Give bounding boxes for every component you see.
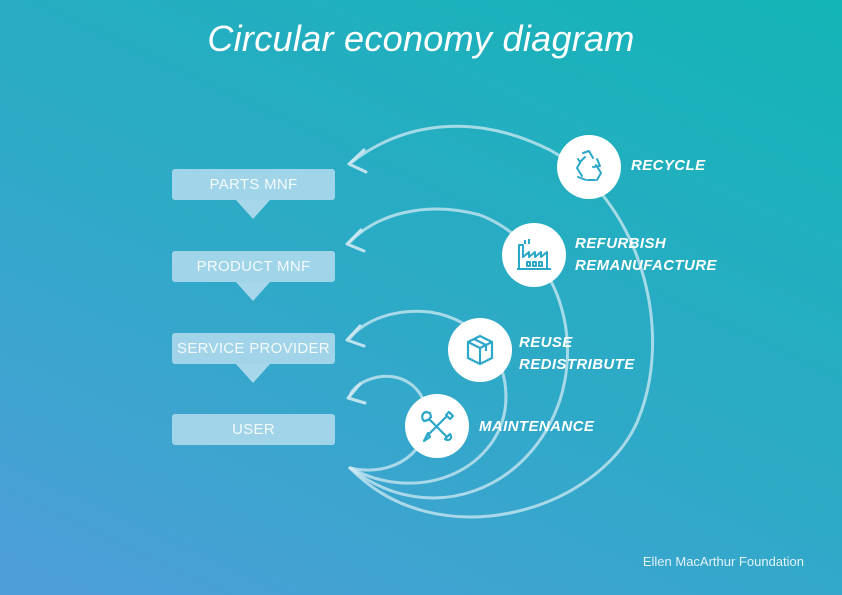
box-icon	[448, 318, 512, 382]
loop-label-line: REDISTRIBUTE	[519, 356, 635, 373]
footer-credit: Ellen MacArthur Foundation	[642, 554, 804, 569]
step-pointer	[236, 200, 270, 219]
loop-label-recycle: RECYCLE	[631, 155, 705, 177]
loop-label-refurbish: REFURBISH REMANUFACTURE	[575, 233, 717, 277]
step-label: SERVICE PROVIDER	[177, 340, 330, 357]
maintenance-loop-arrow	[348, 374, 429, 472]
recycle-loop-arrow	[348, 124, 655, 519]
step-parts-mnf: PARTS MNF	[172, 169, 335, 200]
step-pointer	[236, 364, 270, 383]
loop-label-line: REMANUFACTURE	[575, 257, 717, 274]
reuse-arrowhead	[345, 324, 366, 348]
page-title: Circular economy diagram	[207, 18, 635, 59]
loop-label-line: REFURBISH	[575, 235, 667, 252]
recycle-arrowhead	[347, 148, 368, 174]
loop-label-line: REUSE	[519, 334, 573, 351]
factory-icon	[502, 223, 566, 287]
recycle-icon	[557, 135, 621, 199]
step-label: USER	[232, 421, 275, 438]
step-label: PRODUCT MNF	[196, 258, 311, 275]
loop-label-line: MAINTENANCE	[479, 418, 595, 435]
loop-label-reuse: REUSE REDISTRIBUTE	[519, 332, 635, 376]
step-product-mnf: PRODUCT MNF	[172, 251, 335, 282]
refurbish-arrowhead	[345, 228, 366, 253]
maintenance-arrowhead	[346, 382, 367, 405]
loop-label-maintenance: MAINTENANCE	[479, 416, 594, 438]
refurbish-loop-arrow	[348, 207, 569, 500]
step-service-provider: SERVICE PROVIDER	[172, 333, 335, 364]
wrench-screwdriver-icon	[405, 394, 469, 458]
step-pointer	[236, 282, 270, 301]
loop-label-line: RECYCLE	[631, 157, 706, 174]
step-user: USER	[172, 414, 335, 445]
step-label: PARTS MNF	[209, 176, 298, 193]
